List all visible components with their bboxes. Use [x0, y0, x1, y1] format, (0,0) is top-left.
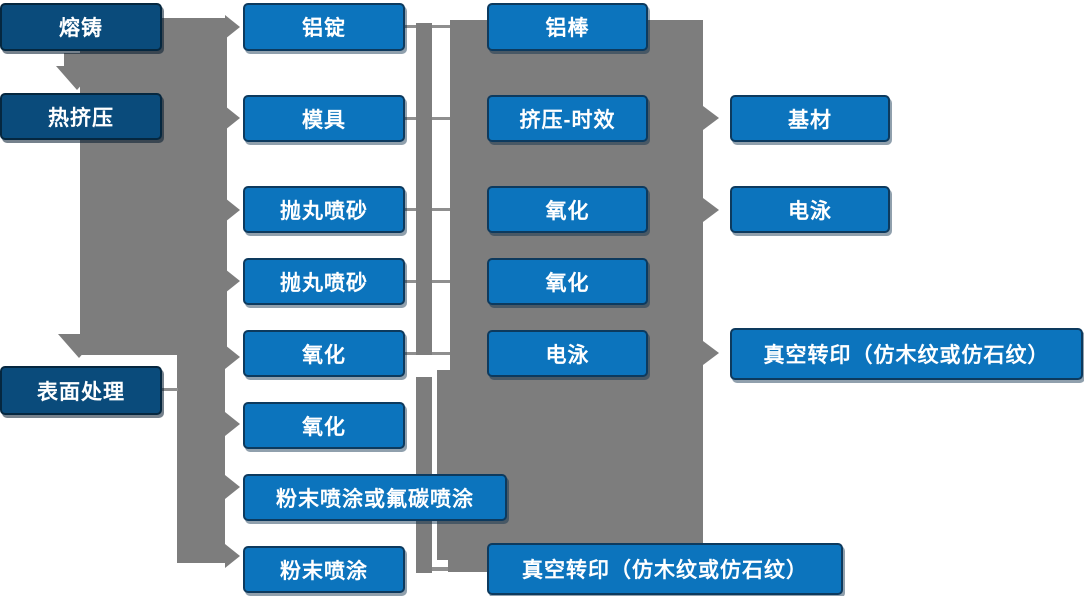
down-arrow-icon-1: [56, 66, 98, 90]
stage-box-surface-treatment: 表面处理: [0, 366, 162, 415]
arrowhead-to-powder-coating: [225, 544, 240, 568]
process-box-powder-or-fluorocarbon-coating: 粉末喷涂或氟碳喷涂: [243, 474, 507, 521]
arrowhead-to-oxidation-2: [225, 412, 240, 436]
connector-surface-treatment-tick: [162, 388, 178, 391]
product-box-aluminum-rod: 铝棒: [487, 3, 648, 51]
process-box-shot-blasting-2: 抛丸喷砂: [243, 258, 405, 305]
arrowhead-to-electrophoresis-out: [703, 198, 719, 222]
arrowhead-to-oxidation-1: [225, 345, 240, 369]
arrowhead-to-ingot: [225, 15, 240, 39]
product-box-vacuum-transfer: 真空转印（仿木纹或仿石纹）: [487, 543, 843, 595]
output-box-vacuum-transfer: 真空转印（仿木纹或仿石纹）: [730, 328, 1083, 380]
process-box-aluminum-ingot: 铝锭: [243, 3, 405, 51]
process-box-powder-coating: 粉末喷涂: [243, 546, 405, 593]
arrowhead-to-shot-blasting-2: [225, 269, 240, 293]
process-box-oxidation-1: 氧化: [243, 330, 405, 377]
process-box-mold: 模具: [243, 95, 405, 142]
process-box-oxidation-2: 氧化: [243, 402, 405, 449]
connector-center-block-lower: [437, 370, 703, 560]
product-box-oxidation-4: 氧化: [487, 258, 648, 305]
arrowhead-to-shot-blasting-1: [225, 198, 240, 222]
stage-box-melting-casting: 熔铸: [0, 3, 162, 51]
product-box-oxidation-3: 氧化: [487, 186, 648, 233]
arrowhead-to-vacuum-transfer-right: [703, 341, 719, 365]
product-box-electrophoresis: 电泳: [487, 330, 648, 377]
output-box-base-material: 基材: [730, 95, 890, 142]
process-box-shot-blasting-1: 抛丸喷砂: [243, 186, 405, 233]
output-box-electrophoresis: 电泳: [730, 186, 890, 233]
arrowhead-to-base-material: [703, 106, 719, 130]
arrowhead-to-mold: [225, 106, 240, 130]
connector-mid-bar-upper: [416, 23, 432, 355]
down-arrow-icon-2: [58, 334, 100, 358]
connector-left-main-bar: [80, 18, 227, 355]
product-box-extrusion-aging: 挤压-时效: [487, 95, 648, 142]
connector-tick-bottom: [430, 567, 450, 571]
stage-box-hot-extrusion: 热挤压: [0, 93, 162, 140]
connector-left-lower-bar: [177, 350, 225, 563]
down-arrow-shaft-1: [64, 53, 90, 68]
arrowhead-to-powder-fluorocarbon: [225, 475, 240, 499]
